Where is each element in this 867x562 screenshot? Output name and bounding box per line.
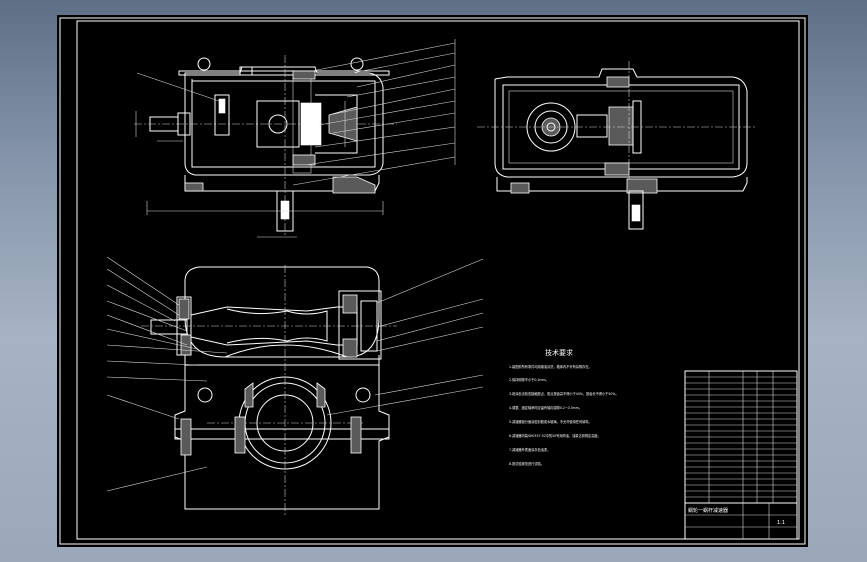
assembly-drawing: 技术要求 1.装配前所有零件均用煤油清洗，箱体内不许有杂物存在。 2.保持侧隙不… [59, 17, 806, 545]
top-left-view [134, 39, 456, 238]
title-block: 蜗轮一蜗杆减速器 1:1 [684, 370, 798, 540]
note-line: 1.装配前所有零件均用煤油清洗，箱体内不许有杂物存在。 [509, 364, 592, 369]
note-line: 3.用涂色法检查接触斑点，斑点按齿高不得小于40%，按齿长不得小于50%。 [509, 391, 619, 396]
note-line: 5.减速器剖分面涂密封胶或水玻璃，不允许使用任何填料。 [509, 419, 592, 424]
drawing-name: 蜗轮一蜗杆减速器 [688, 507, 728, 514]
cad-drawing-viewport[interactable]: 技术要求 1.装配前所有零件均用煤油清洗，箱体内不许有杂物存在。 2.保持侧隙不… [57, 15, 808, 547]
bottom-left-view [106, 256, 484, 515]
technical-notes: 技术要求 1.装配前所有零件均用煤油清洗，箱体内不许有杂物存在。 2.保持侧隙不… [509, 348, 619, 466]
note-line: 6.减速器内装SH0357-92中的50号润滑油，油量达到规定高度。 [509, 433, 601, 438]
drawing-scale: 1:1 [777, 520, 785, 526]
note-line: 4.调整、固定轴承时应留有轴向游隙0.2~0.3mm。 [509, 405, 582, 410]
top-right-view [477, 61, 757, 230]
note-line: 8.按试验规范进行试验。 [509, 461, 544, 466]
notes-title: 技术要求 [545, 348, 573, 357]
outer-border [59, 17, 806, 545]
note-line: 7.减速器外表面涂灰色油漆。 [509, 447, 550, 452]
inner-border [76, 20, 800, 540]
note-line: 2.保持侧隙不小于0.1mm。 [509, 377, 549, 382]
